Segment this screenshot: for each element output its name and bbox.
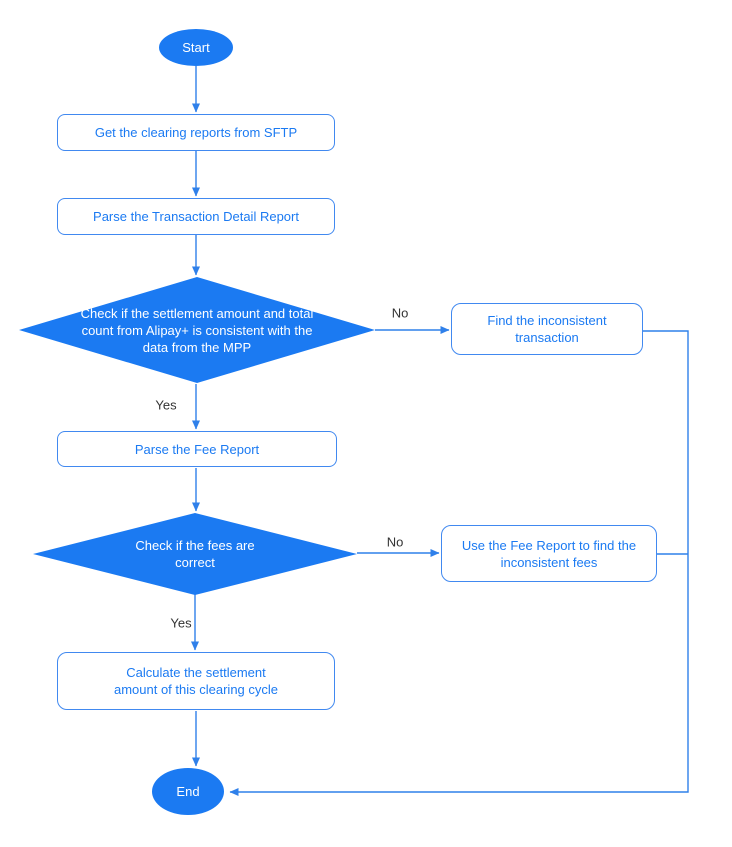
decision-check-fees: Check if the fees are correct xyxy=(33,513,357,595)
process-get-clearing-reports: Get the clearing reports from SFTP xyxy=(57,114,335,151)
start-node-label: Start xyxy=(182,40,210,55)
process-find-inconsistent-transaction: Find the inconsistent transaction xyxy=(451,303,643,355)
decision-check-settlement: Check if the settlement amount and total… xyxy=(19,277,375,383)
process-calculate-settlement: Calculate the settlement amount of this … xyxy=(57,652,335,710)
decision-check-settlement-label: Check if the settlement amount and total… xyxy=(80,305,314,355)
process-find-inconsistent-fees-label: Use the Fee Report to find the inconsist… xyxy=(461,537,637,570)
end-node: End xyxy=(152,768,224,815)
start-node: Start xyxy=(159,29,233,66)
process-find-inconsistent-transaction-label: Find the inconsistent transaction xyxy=(487,313,607,345)
edge-label-decision1-no: No xyxy=(389,305,411,321)
process-parse-fee-report: Parse the Fee Report xyxy=(57,431,337,467)
decision-check-fees-label: Check if the fees are correct xyxy=(135,538,255,570)
process-parse-transaction-report: Parse the Transaction Detail Report xyxy=(57,198,335,235)
process-parse-fee-report-label: Parse the Fee Report xyxy=(134,441,260,457)
process-parse-transaction-report-label: Parse the Transaction Detail Report xyxy=(93,209,299,224)
edge-label-decision2-no: No xyxy=(384,534,406,550)
process-find-inconsistent-fees: Use the Fee Report to find the inconsist… xyxy=(441,525,657,582)
end-node-label: End xyxy=(176,784,200,799)
edge-label-decision1-yes: Yes xyxy=(153,397,179,413)
edge-label-decision2-yes: Yes xyxy=(168,615,194,631)
process-calculate-settlement-label: Calculate the settlement amount of this … xyxy=(113,665,279,697)
process-get-clearing-reports-label: Get the clearing reports from SFTP xyxy=(94,125,298,140)
